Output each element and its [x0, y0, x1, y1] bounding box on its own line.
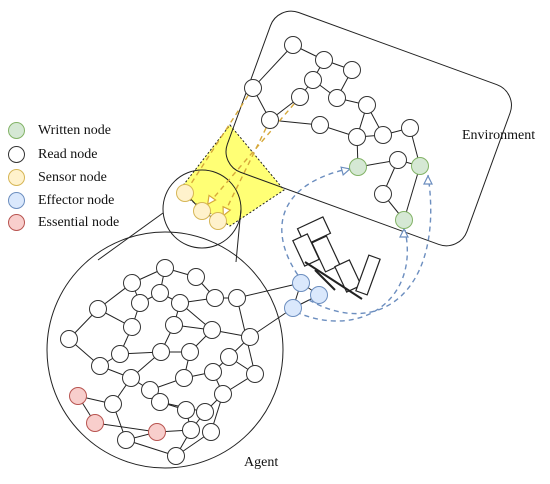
- effector-node-swatch: [8, 192, 25, 209]
- sensor-beam: [177, 124, 285, 227]
- read-node: [284, 36, 302, 54]
- read-node: [123, 274, 141, 292]
- read-node: [214, 385, 232, 403]
- sensor-node-swatch: [8, 169, 25, 186]
- read-node: [348, 128, 366, 146]
- essential-node: [148, 423, 166, 441]
- read-node: [244, 79, 262, 97]
- effector-link-bar: [314, 269, 336, 291]
- agent-label: Agent: [244, 455, 279, 470]
- read-node: [241, 328, 259, 346]
- read-node: [131, 294, 149, 312]
- lens-connector: [235, 208, 242, 263]
- effector-part: [311, 235, 341, 273]
- written-node: [349, 158, 367, 176]
- read-node: [177, 401, 195, 419]
- arrowhead-icon: [206, 194, 217, 206]
- arrowhead-icon: [399, 227, 409, 238]
- arrowhead-icon: [340, 166, 352, 176]
- read-node: [374, 185, 392, 203]
- effector-part: [334, 259, 362, 293]
- graph-edge: [236, 282, 302, 299]
- effector-link-bar: [304, 261, 363, 300]
- read-node: [167, 447, 185, 465]
- sensor-link: [203, 96, 301, 210]
- essential-node-swatch: [8, 214, 25, 231]
- written-node: [411, 157, 429, 175]
- read-node: [111, 345, 129, 363]
- read-node: [261, 111, 279, 129]
- read-node: [304, 71, 322, 89]
- read-node: [117, 431, 135, 449]
- read-node: [171, 294, 189, 312]
- read-node: [311, 116, 329, 134]
- arrowhead-icon: [222, 205, 232, 217]
- read-node-swatch: [8, 146, 25, 163]
- legend-label: Essential node: [38, 215, 120, 230]
- read-node: [123, 318, 141, 336]
- legend-label: Read node: [38, 147, 98, 162]
- read-node: [60, 330, 78, 348]
- effector-node: [284, 299, 302, 317]
- read-node: [141, 381, 159, 399]
- read-node: [315, 51, 333, 69]
- effector-node: [292, 274, 310, 292]
- read-node: [91, 357, 109, 375]
- effector-node: [310, 286, 328, 304]
- read-node: [182, 421, 200, 439]
- sensor-link: [184, 87, 254, 194]
- agent-boundary: [46, 231, 284, 469]
- read-node: [187, 268, 205, 286]
- written-node-swatch: [8, 122, 25, 139]
- read-node: [181, 343, 199, 361]
- sensor-node: [193, 202, 211, 220]
- graph-edge: [94, 422, 158, 433]
- read-node: [175, 369, 193, 387]
- read-node: [151, 284, 169, 302]
- essential-node: [69, 387, 87, 405]
- read-node: [343, 61, 361, 79]
- read-node: [246, 365, 264, 383]
- read-node: [358, 96, 376, 114]
- graph-edge: [403, 165, 421, 221]
- read-node: [389, 151, 407, 169]
- read-node: [152, 343, 170, 361]
- read-node: [165, 316, 183, 334]
- read-node: [156, 259, 174, 277]
- read-node: [202, 423, 220, 441]
- read-node: [220, 348, 238, 366]
- written-node: [395, 211, 413, 229]
- read-node: [122, 369, 140, 387]
- read-node: [196, 403, 214, 421]
- read-node: [204, 363, 222, 381]
- effector-link: [281, 167, 353, 283]
- environment-label: Environment: [462, 128, 536, 143]
- legend-label: Written node: [38, 123, 111, 138]
- read-node: [374, 126, 392, 144]
- read-node: [151, 393, 169, 411]
- sensor-node: [176, 184, 194, 202]
- read-node: [291, 88, 309, 106]
- legend-label: Sensor node: [38, 170, 107, 185]
- arrowhead-icon: [423, 174, 433, 185]
- lens-connector: [97, 212, 164, 261]
- effector-part: [355, 254, 381, 296]
- read-node: [401, 119, 419, 137]
- read-node: [206, 289, 224, 307]
- sensor-node: [209, 212, 227, 230]
- legend-label: Effector node: [38, 193, 115, 208]
- read-node: [203, 321, 221, 339]
- effector-link: [308, 174, 432, 315]
- read-node: [228, 289, 246, 307]
- read-node: [89, 300, 107, 318]
- read-node: [328, 89, 346, 107]
- sensor-link: [221, 119, 271, 219]
- graph-edge: [252, 44, 294, 89]
- essential-node: [86, 414, 104, 432]
- read-node: [104, 395, 122, 413]
